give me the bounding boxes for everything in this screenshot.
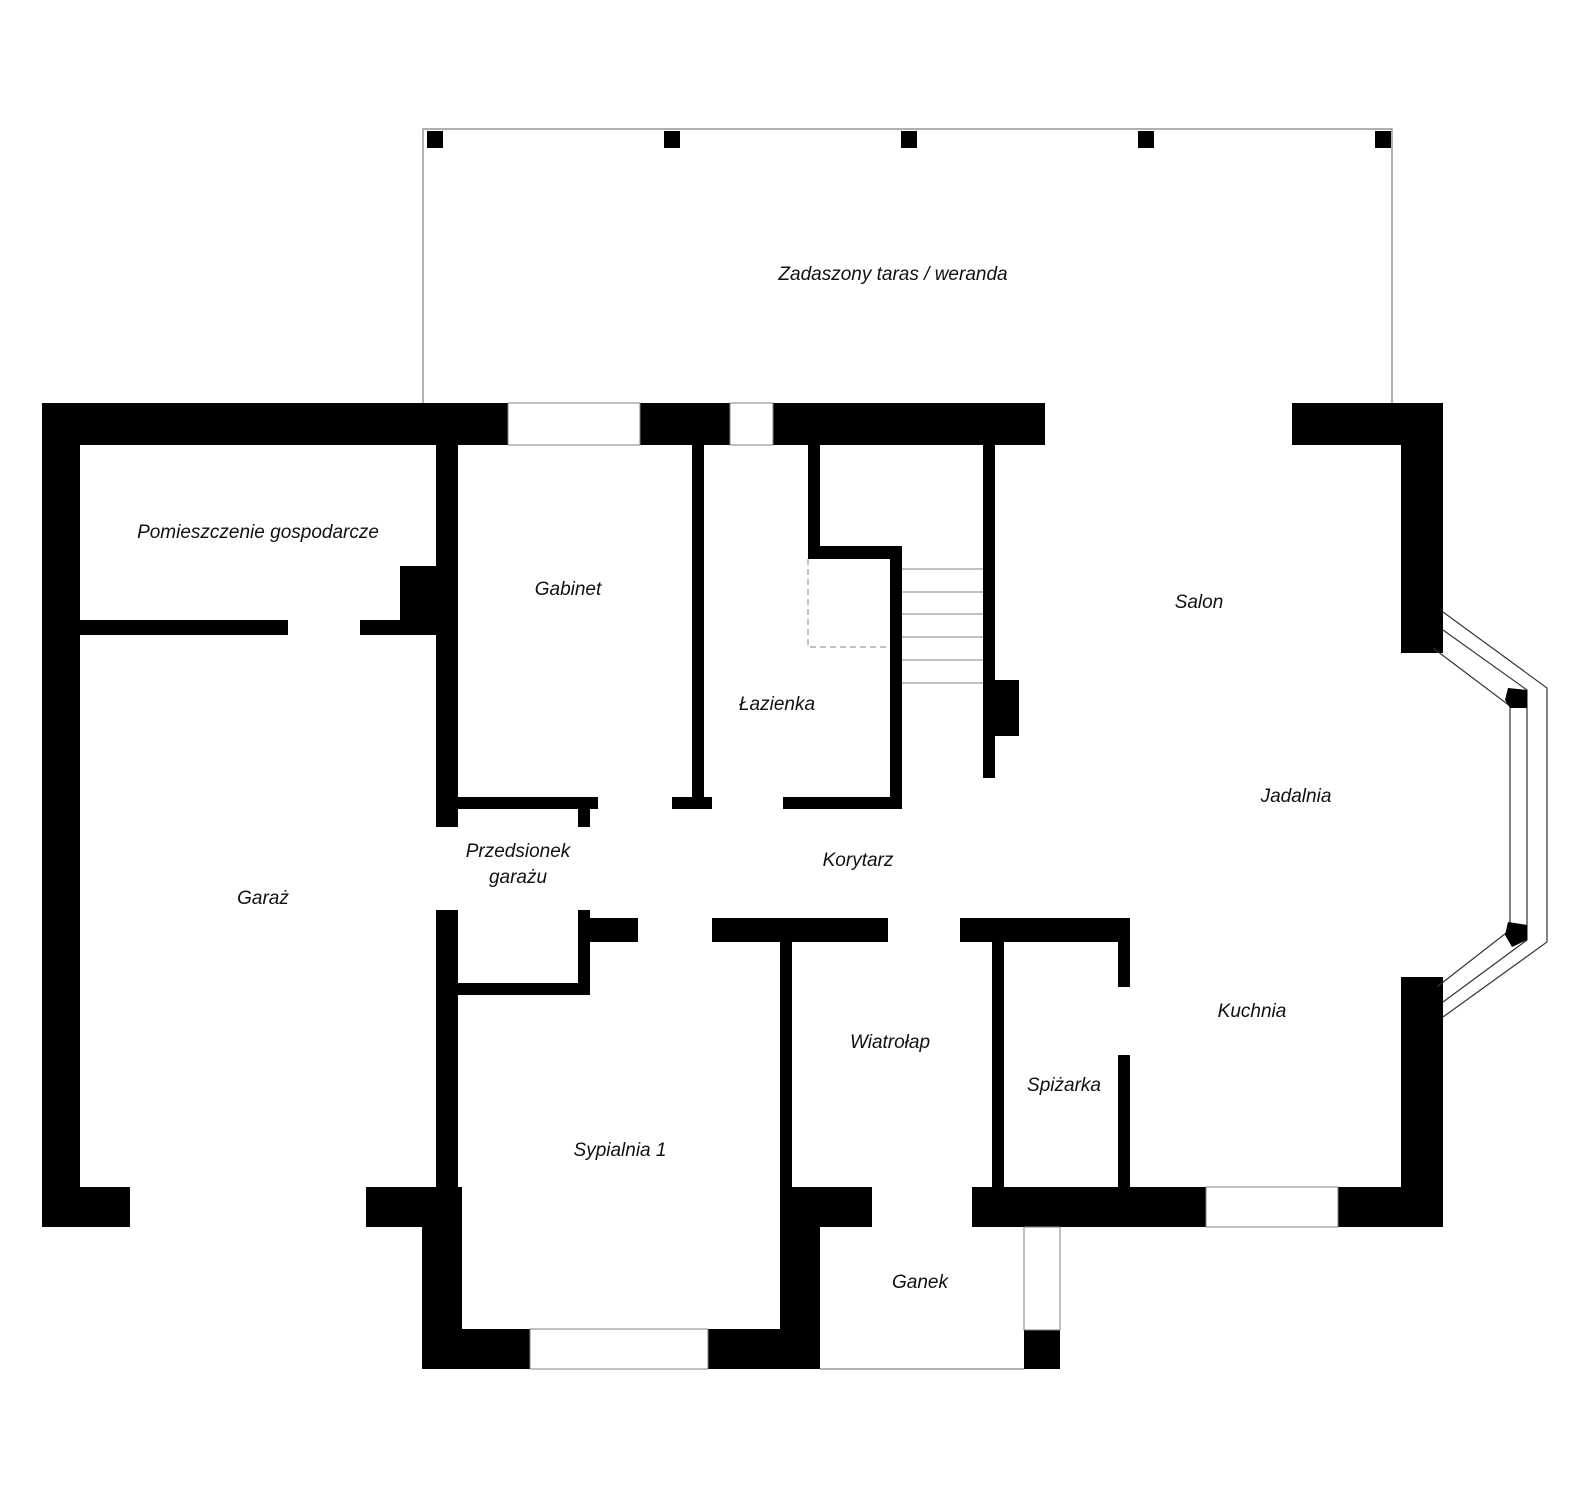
room-label-garage-vestibule-line2: garażu (488, 867, 548, 888)
room-label-garage: Garaż (237, 888, 289, 909)
terrace-outline (422, 128, 1393, 403)
room-label-living: Salon (1174, 592, 1224, 613)
room-label-pantry: Spiżarka (1027, 1075, 1101, 1096)
exterior-walls (42, 403, 1443, 1369)
room-label-kitchen: Kuchnia (1217, 1001, 1287, 1022)
room-label-bathroom: Łazienka (738, 694, 816, 715)
room-label-terrace: Zadaszony taras / weranda (778, 264, 1008, 285)
room-label-bedroom: Sypialnia 1 (573, 1140, 667, 1161)
room-label-dining: Jadalnia (1260, 786, 1332, 807)
room-label-office: Gabinet (534, 579, 602, 600)
room-label-porch: Ganek (892, 1272, 948, 1293)
bay-window (1401, 611, 1548, 1018)
room-label-garage-vestibule: Przedsionek garażu (466, 839, 571, 891)
staircase (807, 559, 983, 684)
room-label-garage-vestibule-line1: Przedsionek (465, 841, 571, 862)
room-label-windbreak: Wiatrołap (849, 1032, 931, 1053)
interior-walls (80, 445, 1130, 1227)
windows (507, 402, 1339, 1370)
room-label-utility: Pomieszczenie gospodarcze (137, 522, 379, 543)
room-label-corridor: Korytarz (822, 850, 894, 871)
